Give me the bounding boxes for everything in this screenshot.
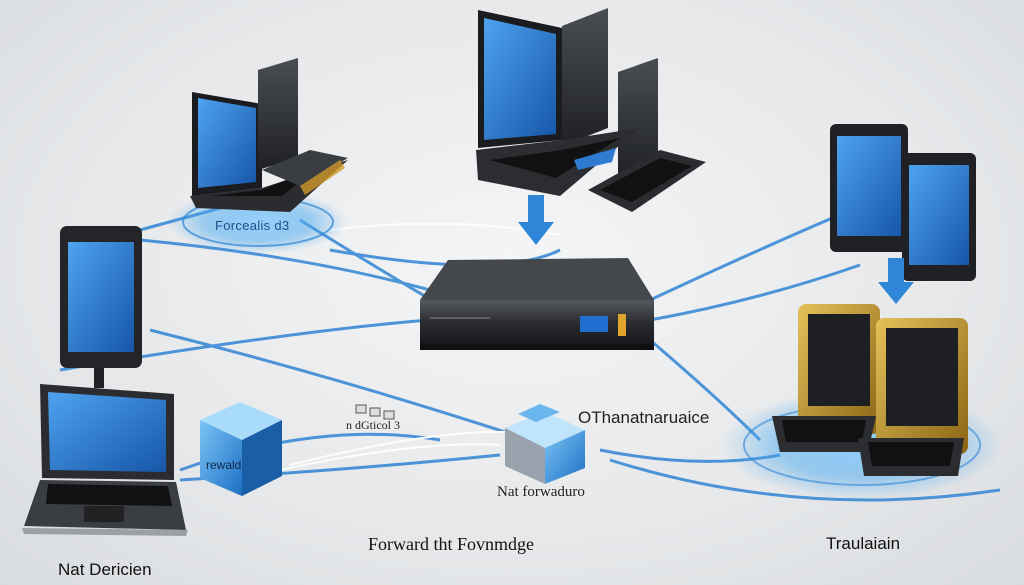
laptop-icon[interactable] xyxy=(190,58,348,212)
label-bottom-center: Forward tht Fovnmdge xyxy=(368,534,534,554)
label-nat-forwarding: Nat forwaduro xyxy=(497,484,585,500)
arrow-down-icon xyxy=(518,195,554,245)
label-cube-left: rewald xyxy=(206,458,242,472)
arrow-down-icon xyxy=(878,258,914,304)
cube-icon[interactable] xyxy=(505,404,585,484)
router-icon[interactable] xyxy=(420,258,654,350)
laptop-icon[interactable] xyxy=(858,318,968,476)
connector-icon xyxy=(355,404,395,420)
laptop-icon[interactable] xyxy=(476,8,706,212)
label-bottom-right: Traulaiain xyxy=(826,534,901,553)
tablet-icon[interactable] xyxy=(830,124,908,252)
label-bottom-left: Nat Dericien xyxy=(58,560,152,579)
cube-icon[interactable] xyxy=(200,402,282,496)
label-nat-arrow: n dGticol 3 xyxy=(346,418,400,432)
laptop-icon[interactable] xyxy=(772,304,880,452)
label-laptop-top: Forcealis d3 xyxy=(215,218,290,233)
laptop-icon[interactable] xyxy=(22,384,188,536)
label-center-right: OThanatnaruaice xyxy=(578,408,710,427)
connection-lines xyxy=(59,188,1001,502)
tablet-icon[interactable] xyxy=(60,226,142,388)
tablet-icon[interactable] xyxy=(902,153,976,281)
